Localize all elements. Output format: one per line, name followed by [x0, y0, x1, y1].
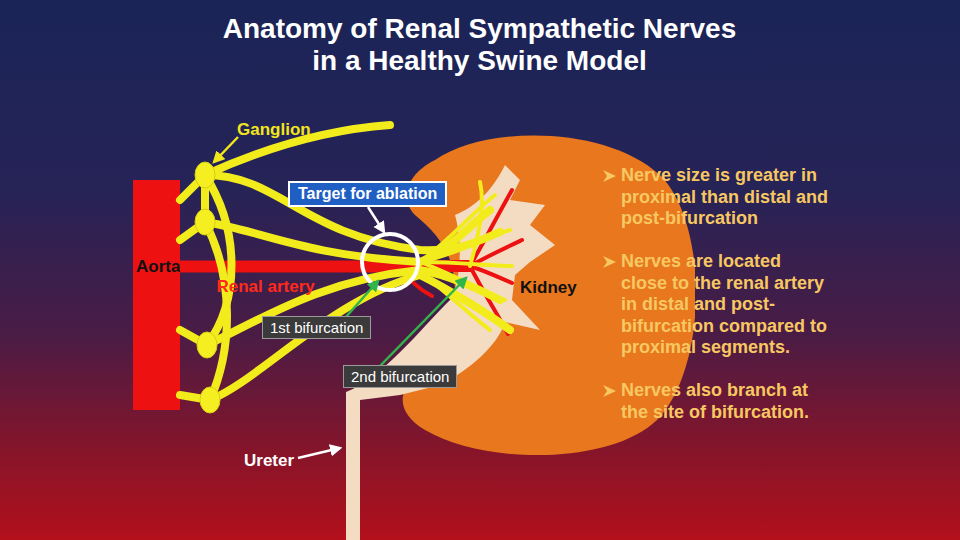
ganglion-label: Ganglion — [237, 120, 311, 140]
ureter — [346, 398, 360, 540]
node-label: 2nd bifurcation — [351, 367, 449, 386]
node-label: Kidney — [520, 278, 577, 298]
aorta-bar: Aorta — [133, 180, 180, 410]
ablation-target-ring — [362, 234, 418, 290]
slide-title: Anatomy of Renal Sympathetic Nerves in a… — [217, 13, 742, 77]
node-label: Target for ablation — [298, 184, 437, 204]
ureter-label: Ureter — [244, 451, 294, 471]
bullet-note: Nerve size is greater in proximal than d… — [621, 165, 830, 230]
node-label: 1st bifurcation — [270, 318, 363, 337]
ureter-pointer — [298, 448, 340, 458]
bullet-note: Nerves also branch at the site of bifurc… — [621, 380, 830, 423]
target-pointer — [368, 207, 384, 232]
edge-label: Renal artery — [217, 277, 315, 297]
callout-box: 2nd bifurcation — [343, 365, 457, 388]
ganglion-pointer — [214, 137, 238, 162]
renal-artery — [180, 261, 395, 273]
bifurcation-pointer — [345, 281, 378, 318]
callout-box: Target for ablation — [288, 181, 447, 207]
bullet-note: Nerves are located close to the renal ar… — [621, 251, 830, 359]
ganglia — [195, 162, 220, 413]
callout-box: 1st bifurcation — [262, 316, 371, 339]
node-label: Aorta — [136, 257, 180, 277]
